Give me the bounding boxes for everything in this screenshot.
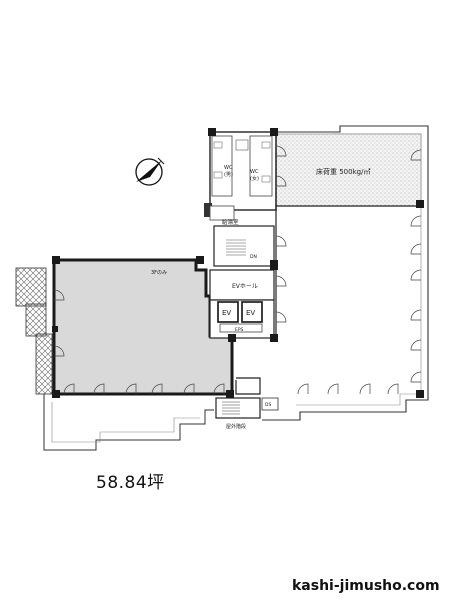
site-watermark: kashi-jimusho.com: [292, 578, 440, 594]
core-block: [204, 131, 277, 221]
third-floor-only-label: 3Fのみ: [151, 270, 167, 276]
structural-columns: [52, 128, 424, 398]
leased-area: [52, 258, 234, 396]
floor-load-label: 床荷重 500kg/㎡: [316, 167, 370, 176]
door-swings: [53, 145, 422, 395]
pantry-label: 給湯室: [222, 218, 239, 226]
wc-men-label: WC(男): [224, 165, 233, 178]
eps-label: EPS: [235, 327, 244, 333]
area-label: 58.84坪: [96, 473, 165, 493]
outdoor-stairs-label: 屋外階段: [226, 423, 246, 430]
ev-hall-label: EVホール: [232, 283, 258, 290]
ev1-label: EV: [222, 309, 231, 317]
ev-hall: [209, 269, 275, 339]
wc-women-label: WC(女): [250, 169, 259, 182]
outdoor-stairs: [215, 397, 279, 419]
ds-label: DS: [265, 402, 271, 408]
building-outline: [262, 125, 429, 421]
north-arrow-icon: [135, 157, 165, 186]
lower-terrace: [43, 394, 214, 451]
right-office-walls: [235, 134, 421, 395]
stair-dn-label: DN: [250, 254, 257, 260]
left-balcony: [15, 267, 53, 395]
ev2-label: EV: [246, 309, 255, 317]
heavy-load-area: [275, 133, 422, 207]
stairwell: [213, 225, 275, 267]
